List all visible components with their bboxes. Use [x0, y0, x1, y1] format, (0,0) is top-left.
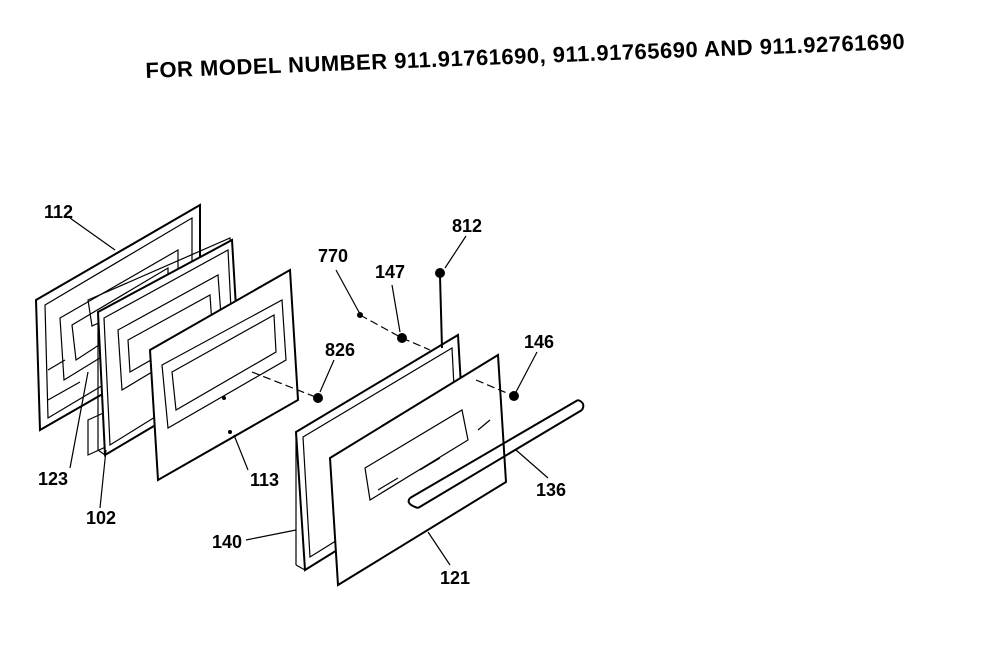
- label-140: 140: [212, 532, 242, 552]
- label-770: 770: [318, 246, 348, 266]
- fastener-812: [435, 268, 445, 349]
- part-113-door-panel: [148, 268, 300, 482]
- part-136-door-handle: [407, 399, 585, 509]
- label-136: 136: [536, 480, 566, 500]
- label-121: 121: [440, 568, 470, 588]
- part-121-outer-glass: [328, 353, 508, 587]
- label-112: 112: [44, 202, 73, 222]
- label-146: 146: [524, 332, 554, 352]
- label-113: 113: [250, 470, 279, 490]
- fastener-826: [313, 393, 323, 403]
- label-123: 123: [38, 469, 68, 489]
- label-826: 826: [325, 340, 355, 360]
- label-812: 812: [452, 216, 482, 236]
- label-102: 102: [86, 508, 116, 528]
- label-147: 147: [375, 262, 405, 282]
